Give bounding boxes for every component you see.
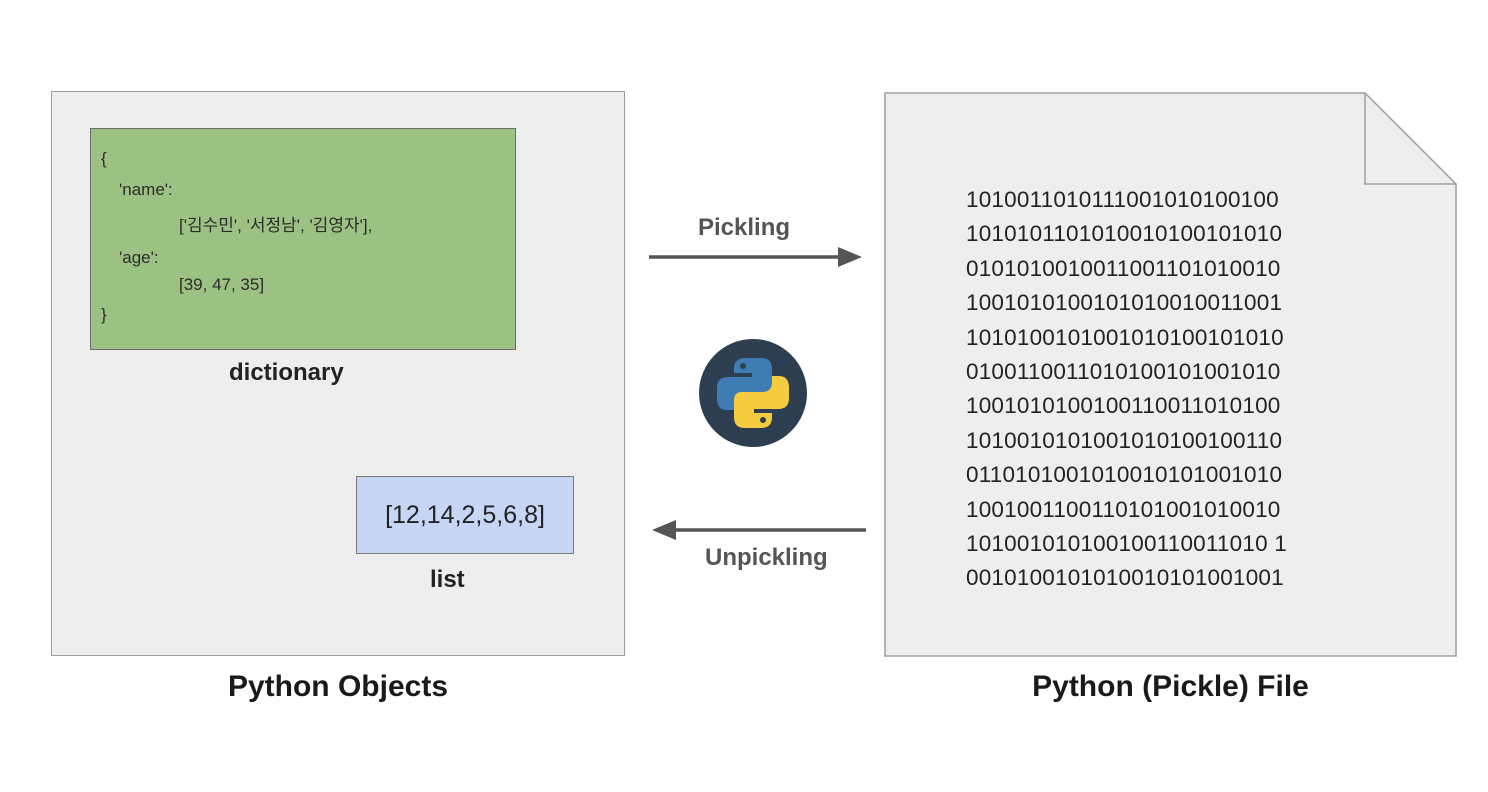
dict-line: 'age':	[119, 248, 159, 267]
binary-line: 1001010100100110011010100	[966, 393, 1281, 419]
binary-line: 0100110011010100101001010	[966, 359, 1281, 385]
binary-line: 1010010101001010100100110	[966, 427, 1283, 453]
python-logo-icon	[699, 339, 807, 447]
pickling-arrow	[649, 247, 862, 267]
binary-line: 1001010100101010010011001	[966, 290, 1283, 316]
binary-line: 1001001100110101001010010	[966, 496, 1281, 522]
binary-line: 1010101101010010100101010	[966, 221, 1283, 247]
binary-line: 0110101001010010101001010	[966, 462, 1283, 488]
binary-line: 1010100101001010100101010	[966, 324, 1284, 350]
unpickling-label: Unpickling	[705, 544, 828, 571]
pickling-label: Pickling	[698, 214, 791, 241]
binary-line: 0010100101010010101001001	[966, 565, 1284, 591]
dict-line: 'name':	[119, 180, 173, 199]
dictionary-box: { 'name': ['김수민', '서정남', '김영자'], 'age': …	[90, 128, 516, 350]
pickle-file-caption: Python (Pickle) File	[1032, 670, 1309, 703]
binary-line: 101001010100100110011010 1	[966, 531, 1287, 557]
dict-line: }	[101, 305, 107, 324]
list-box: [12,14,2,5,6,8]	[356, 476, 574, 554]
python-objects-caption: Python Objects	[227, 670, 449, 703]
dictionary-caption: dictionary	[229, 359, 344, 386]
dict-line: [39, 47, 35]	[179, 275, 265, 294]
binary-content: 1010011010111001010100100 10101011010100…	[966, 183, 1287, 596]
dict-line: ['김수민', '서정남', '김영자'],	[179, 216, 373, 235]
binary-line: 0101010010011001101010010	[966, 255, 1281, 281]
python-objects-panel: { 'name': ['김수민', '서정남', '김영자'], 'age': …	[51, 91, 625, 656]
unpickling-arrow	[652, 520, 866, 540]
dict-line: {	[101, 149, 107, 168]
dog-ear-fold	[1364, 93, 1456, 185]
list-caption: list	[430, 566, 465, 593]
list-value: [12,14,2,5,6,8]	[385, 500, 545, 529]
binary-line: 1010011010111001010100100	[966, 187, 1279, 212]
